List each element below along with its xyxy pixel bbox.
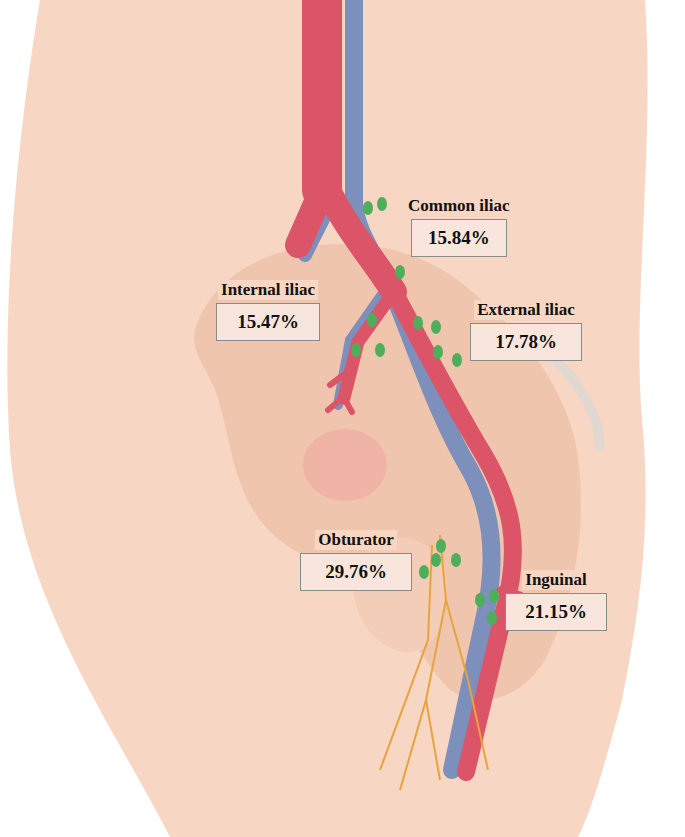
percent-value: 15.47% xyxy=(216,303,320,341)
percent-box: Common iliac 15.84% xyxy=(405,196,513,257)
percent-value: 17.78% xyxy=(470,323,582,361)
percent-value: 21.15% xyxy=(505,593,607,631)
arteries xyxy=(298,0,520,772)
veins xyxy=(305,0,492,770)
body-silhouette xyxy=(7,0,647,837)
site-label: Obturator xyxy=(315,530,397,550)
site-label: Internal iliac xyxy=(218,280,318,300)
percent-box: Inguinal 21.15% xyxy=(505,570,607,631)
site-label: Common iliac xyxy=(405,196,513,216)
site-label: External iliac xyxy=(474,300,578,320)
percent-box: Obturator 29.76% xyxy=(300,530,412,591)
pelvic-bone xyxy=(194,244,581,700)
percent-box: External iliac 17.78% xyxy=(470,300,582,361)
percent-box: Internal iliac 15.47% xyxy=(216,280,320,341)
percent-value: 15.84% xyxy=(411,219,507,257)
site-label: Inguinal xyxy=(522,570,589,590)
bladder xyxy=(303,429,387,501)
percent-value: 29.76% xyxy=(300,553,412,591)
